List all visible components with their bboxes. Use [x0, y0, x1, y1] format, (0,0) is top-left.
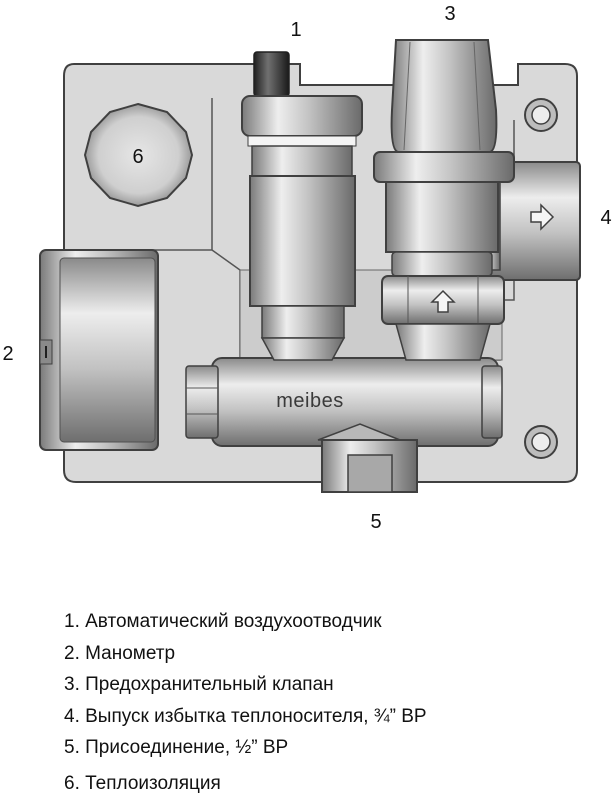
- fixing-hole-top-right: [524, 98, 558, 132]
- callout-1: 1: [290, 19, 301, 41]
- safety-group-diagram: meibes 1 2 3 4 5 6: [2, 3, 611, 533]
- callout-5: 5: [370, 511, 381, 533]
- brand-label: meibes: [276, 390, 343, 412]
- legend-item: 2. Манометр: [64, 642, 176, 664]
- legend-item: 6. Теплоизоляция: [64, 772, 221, 794]
- automatic-air-vent: [241, 51, 363, 361]
- legend: 1. Автоматический воздухоотводчик 2. Ман…: [64, 606, 427, 799]
- pressure-gauge: [39, 249, 159, 451]
- legend-item: 3. Предохранительный клапан: [64, 674, 334, 695]
- safety-valve: [373, 39, 515, 361]
- insulation-circle: [83, 102, 194, 208]
- flow-arrow-up-icon: [430, 289, 456, 313]
- fixing-hole-bottom-right: [524, 425, 558, 459]
- callout-4: 4: [600, 207, 611, 229]
- callout-2: 2: [2, 343, 13, 365]
- connection-port: [321, 439, 418, 493]
- callout-6: 6: [132, 146, 143, 168]
- callout-3: 3: [444, 3, 455, 25]
- flow-arrow-right-icon: [530, 203, 555, 231]
- legend-item: 5. Присоединение, ½” ВР: [64, 737, 289, 758]
- legend-item: 4. Выпуск избытка теплоносителя, ¾” ВР: [64, 705, 427, 727]
- legend-item: 1. Автоматический воздухоотводчик: [64, 611, 382, 632]
- manifold-body: meibes: [185, 357, 503, 447]
